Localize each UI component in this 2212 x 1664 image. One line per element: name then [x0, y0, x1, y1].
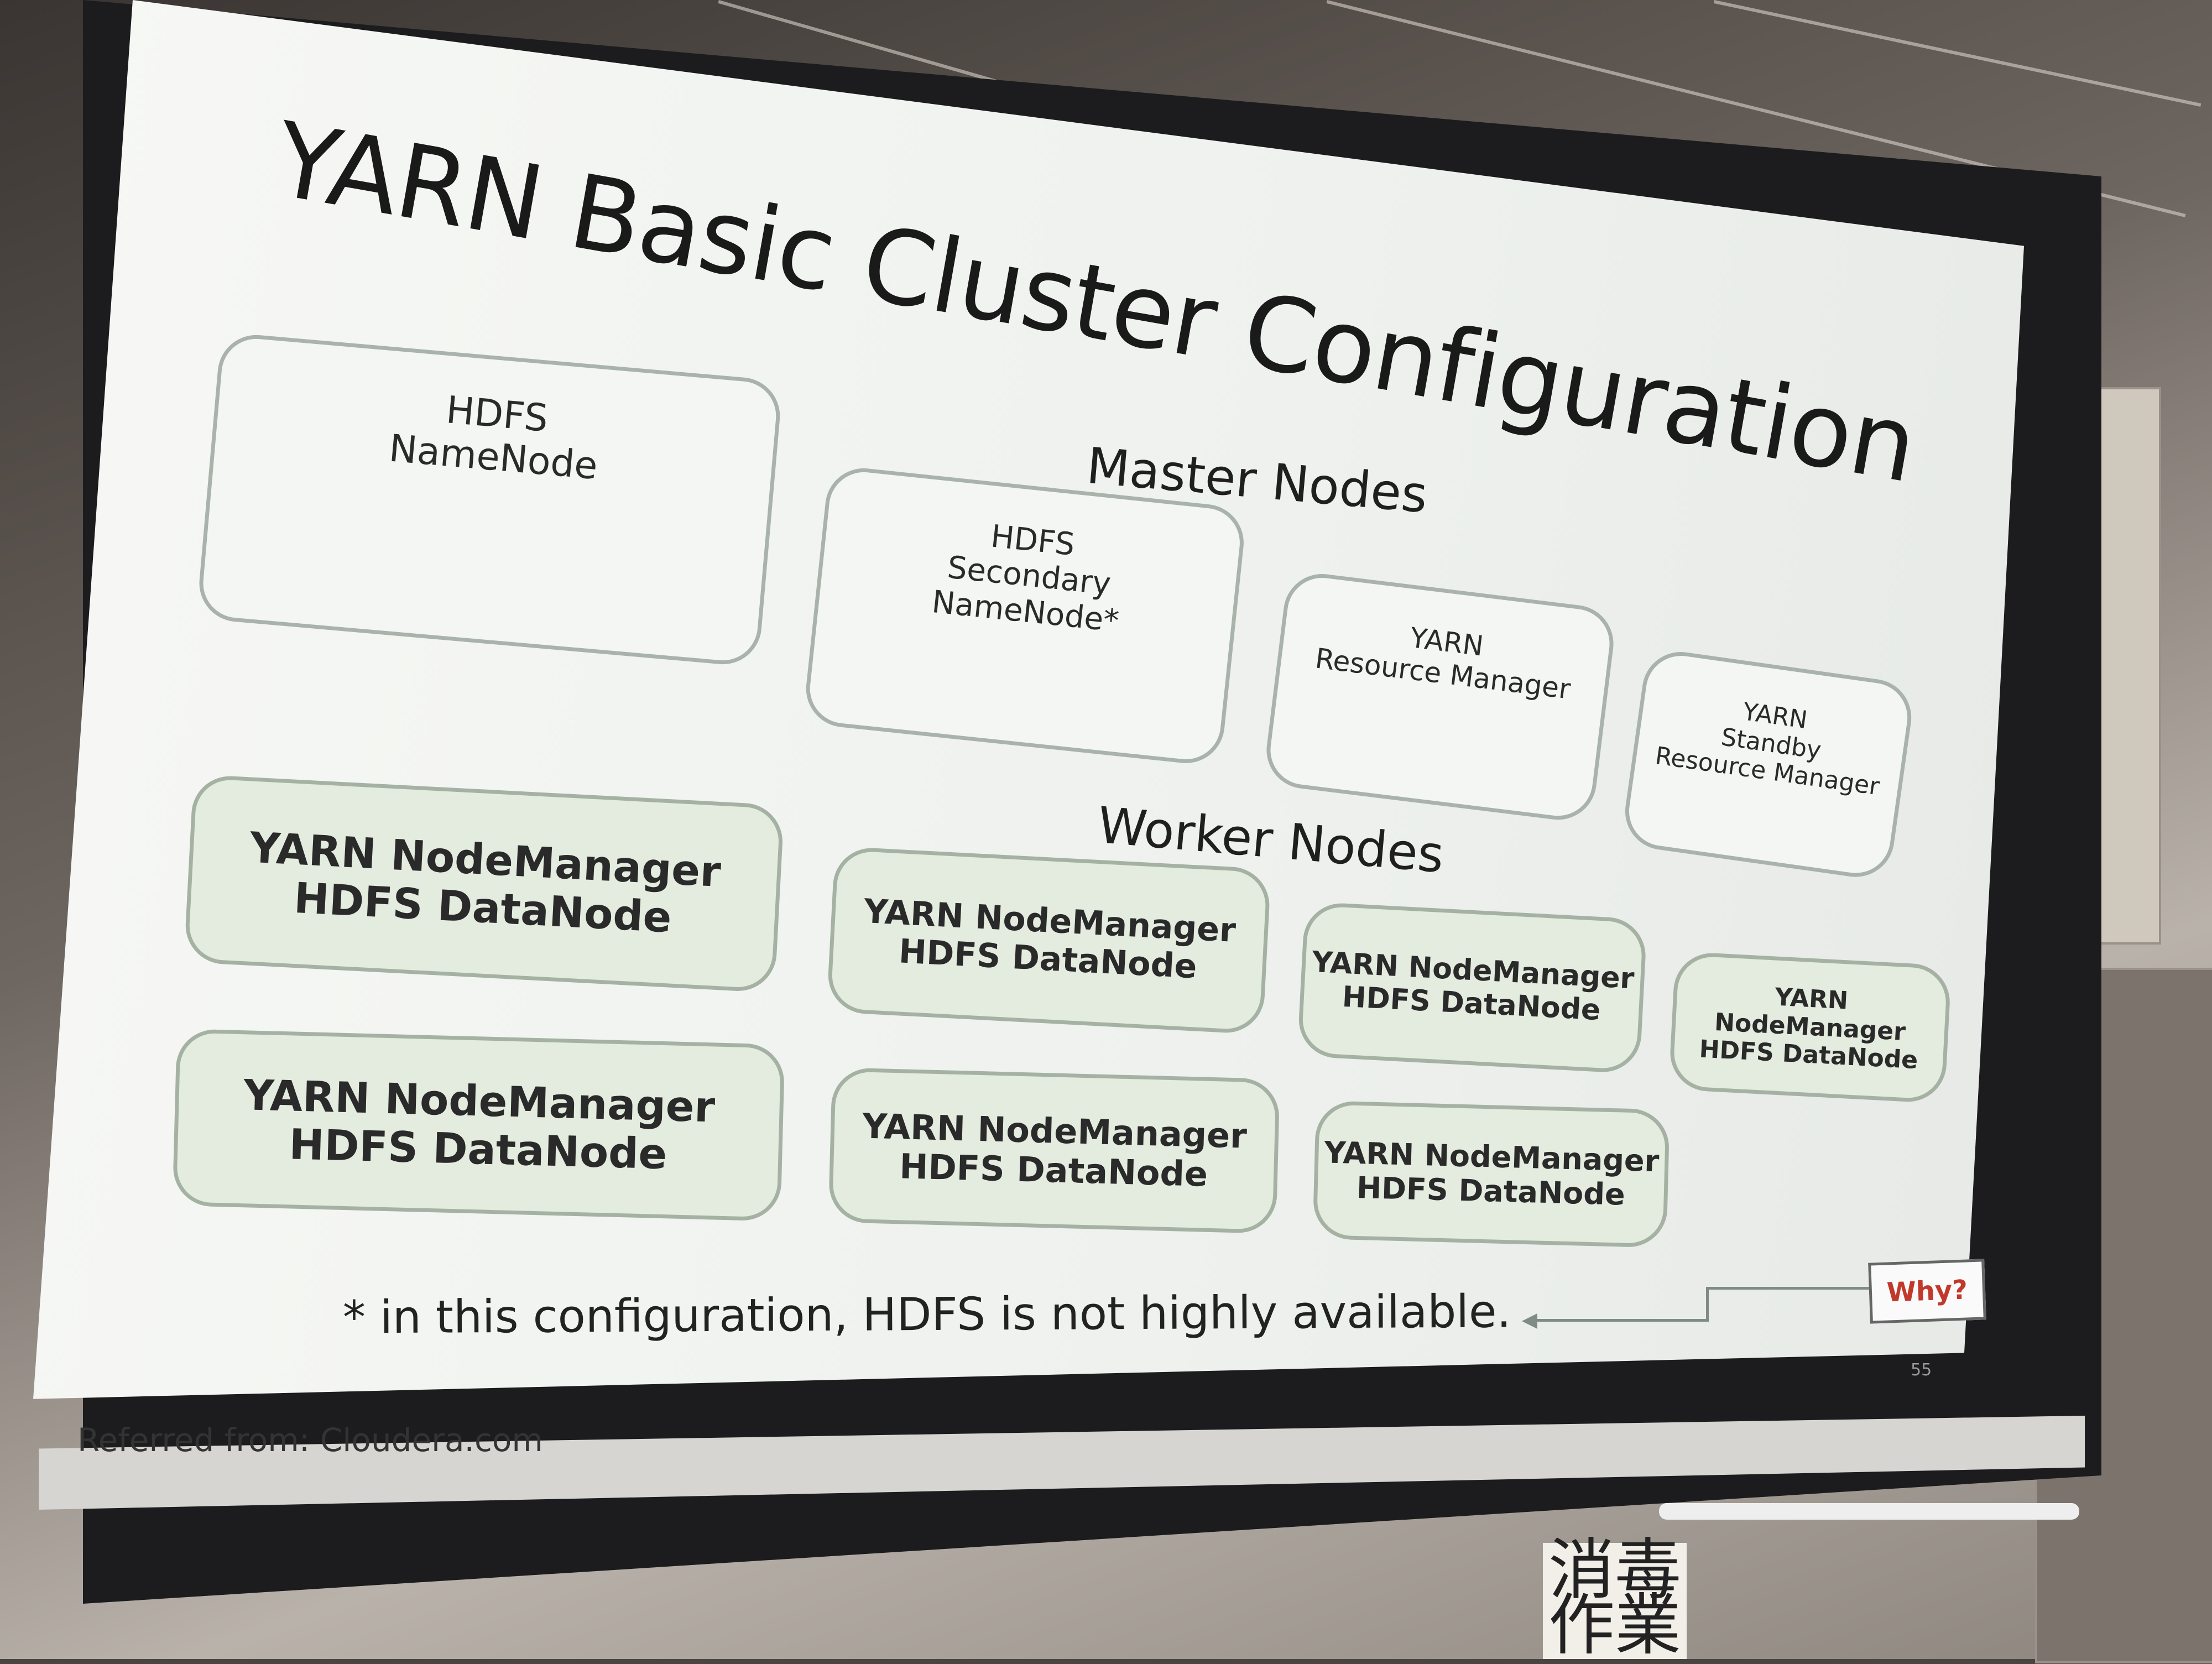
slide-credit: Referred from: Cloudera.com: [77, 1421, 543, 1459]
master-node-yarn-resource-manager: YARN Resource Manager: [1262, 570, 1618, 825]
slide-page-number: 55: [1911, 1360, 1932, 1380]
why-connector-line: [1526, 1319, 1709, 1322]
master-node-hdfs-namenode: HDFS NameNode: [196, 332, 784, 667]
worker-node: YARN NodeManager HDFS DataNode: [1297, 901, 1648, 1074]
worker-node: YARN NodeManager HDFS DataNode: [828, 1067, 1280, 1234]
why-connector-line: [1706, 1289, 1709, 1322]
worker-node: YARN NodeManager HDFS DataNode: [826, 846, 1271, 1035]
footnote: * in this configuration, HDFS is not hig…: [342, 1285, 1511, 1344]
node-line-2: HDFS DataNode: [899, 1146, 1208, 1194]
worker-node: YARN NodeManager HDFS DataNode: [184, 774, 785, 993]
screen-roll-bar: [1659, 1503, 2079, 1520]
worker-node: YARN NodeManager HDFS DataNode: [1312, 1100, 1670, 1248]
master-node-hdfs-secondary-namenode: HDFS Secondary NameNode*: [802, 465, 1248, 767]
node-line-2: HDFS DataNode: [1356, 1170, 1626, 1212]
worker-node: YARN NodeManager HDFS DataNode: [172, 1029, 785, 1222]
node-line-2: NameNode: [387, 426, 599, 489]
why-annotation: Why?: [1868, 1259, 1986, 1324]
worker-node: YARN NodeManager HDFS DataNode: [1668, 951, 1952, 1104]
wall-sign: 消毒作業: [1543, 1537, 1687, 1659]
master-node-yarn-standby-resource-manager: YARN Standby Resource Manager: [1620, 647, 1917, 882]
why-arrow-head: [1522, 1313, 1537, 1329]
node-line-2: HDFS DataNode: [288, 1119, 668, 1179]
why-connector-line: [1706, 1287, 1872, 1290]
